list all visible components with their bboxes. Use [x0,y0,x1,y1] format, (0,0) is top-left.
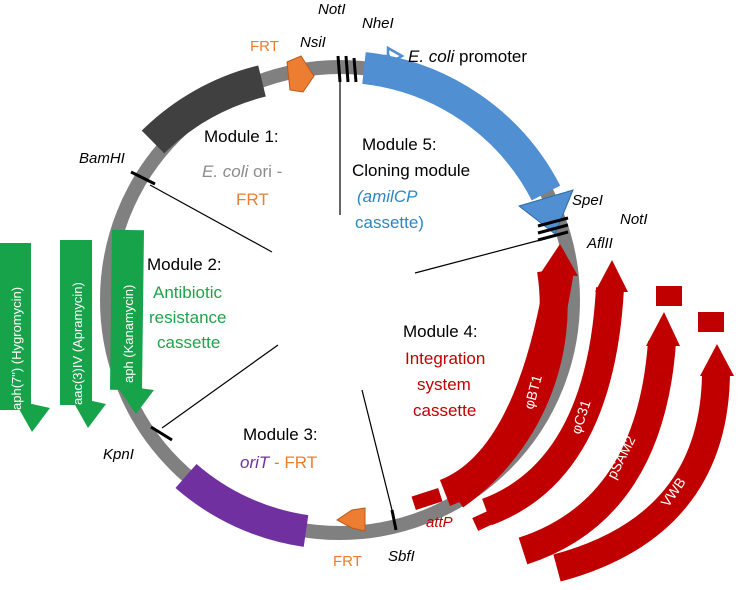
site-nsii: NsiI [300,34,326,51]
site-bamhi: BamHI [79,150,125,167]
module3-title: Module 3: [243,425,318,444]
module1-line2: E. coli ori - [202,162,282,181]
module3-line2: oriT - FRT [240,453,317,472]
module4-title: Module 4: [403,322,478,341]
ecoli-promoter-arrowhead [386,45,405,67]
site-nhei: NheI [362,15,394,32]
frt-top-label: FRT [250,38,279,55]
apramycin-label: aac(3)IV (Apramycin) [70,282,85,405]
cloning-module-arrowhead [517,189,574,235]
psam2-block [656,286,682,306]
ecoli-promoter-arrow [370,54,390,78]
divider-line-bottom [361,389,396,523]
orit-block [175,463,309,547]
module4-line4: cassette [413,401,476,420]
cloning-module-arrow-body [362,52,561,201]
attp-block-1 [411,488,443,510]
ecoli-promoter-label: E. coli promoter [408,47,527,66]
module1-frt: FRT [236,190,269,209]
ecoli-ori-block [141,65,267,154]
divider-line-right [414,237,549,274]
hygromycin-label: aph(7") (Hygromycin) [9,287,24,410]
integrase-arrows [439,260,734,582]
attp-label: attP [426,514,453,531]
site-noti-top: NotI [318,1,346,18]
restriction-site-ticks [130,55,569,531]
kanamycin-label: aph (Kanamycin) [121,285,136,383]
site-noti-right: NotI [620,211,648,228]
module2-line3: resistance [149,308,226,327]
module4-line3: system [417,375,471,394]
phiC31-arrowhead [595,260,628,292]
hygromycin-arrowhead [14,400,50,432]
frt-bottom-arrow [336,507,366,532]
attp-block-2 [472,507,502,531]
psam2-arrowhead [646,312,680,346]
frt-bottom-label: FRT [333,553,362,570]
module5-line4: cassette) [355,213,424,232]
module4-line2: Integration [405,349,485,368]
resistance-genes [0,229,154,432]
integration-arrowhead [540,244,578,276]
frt-top-arrow [286,55,315,93]
module5-line2: Cloning module [352,161,470,180]
module5-title: Module 5: [362,135,437,154]
phiBT1-arrow-body [439,267,574,507]
divider-line-lower-left [161,344,279,429]
divider-line-upper-left [149,184,273,253]
kanamycin-arrowhead [116,385,154,414]
site-aflii: AflII [586,235,613,252]
vwb-arrow-body [553,373,730,582]
phiC31-arrow-body [481,287,624,526]
module2-line4: cassette [157,333,220,352]
module5-line3: (amilCP [357,187,418,206]
module2-title: Module 2: [147,255,222,274]
module2-line2: Antibiotic [153,283,222,302]
site-spei: SpeI [572,192,603,209]
vwb-block [698,312,724,332]
site-kpni: KpnI [103,446,134,463]
apramycin-arrowhead [70,396,106,428]
kanamycin-arrow-body [110,229,144,391]
vwb-arrowhead [700,344,734,376]
site-sbfi: SbfI [388,548,415,565]
psam2-arrow-body [518,340,676,565]
module1-title: Module 1: [204,127,279,146]
